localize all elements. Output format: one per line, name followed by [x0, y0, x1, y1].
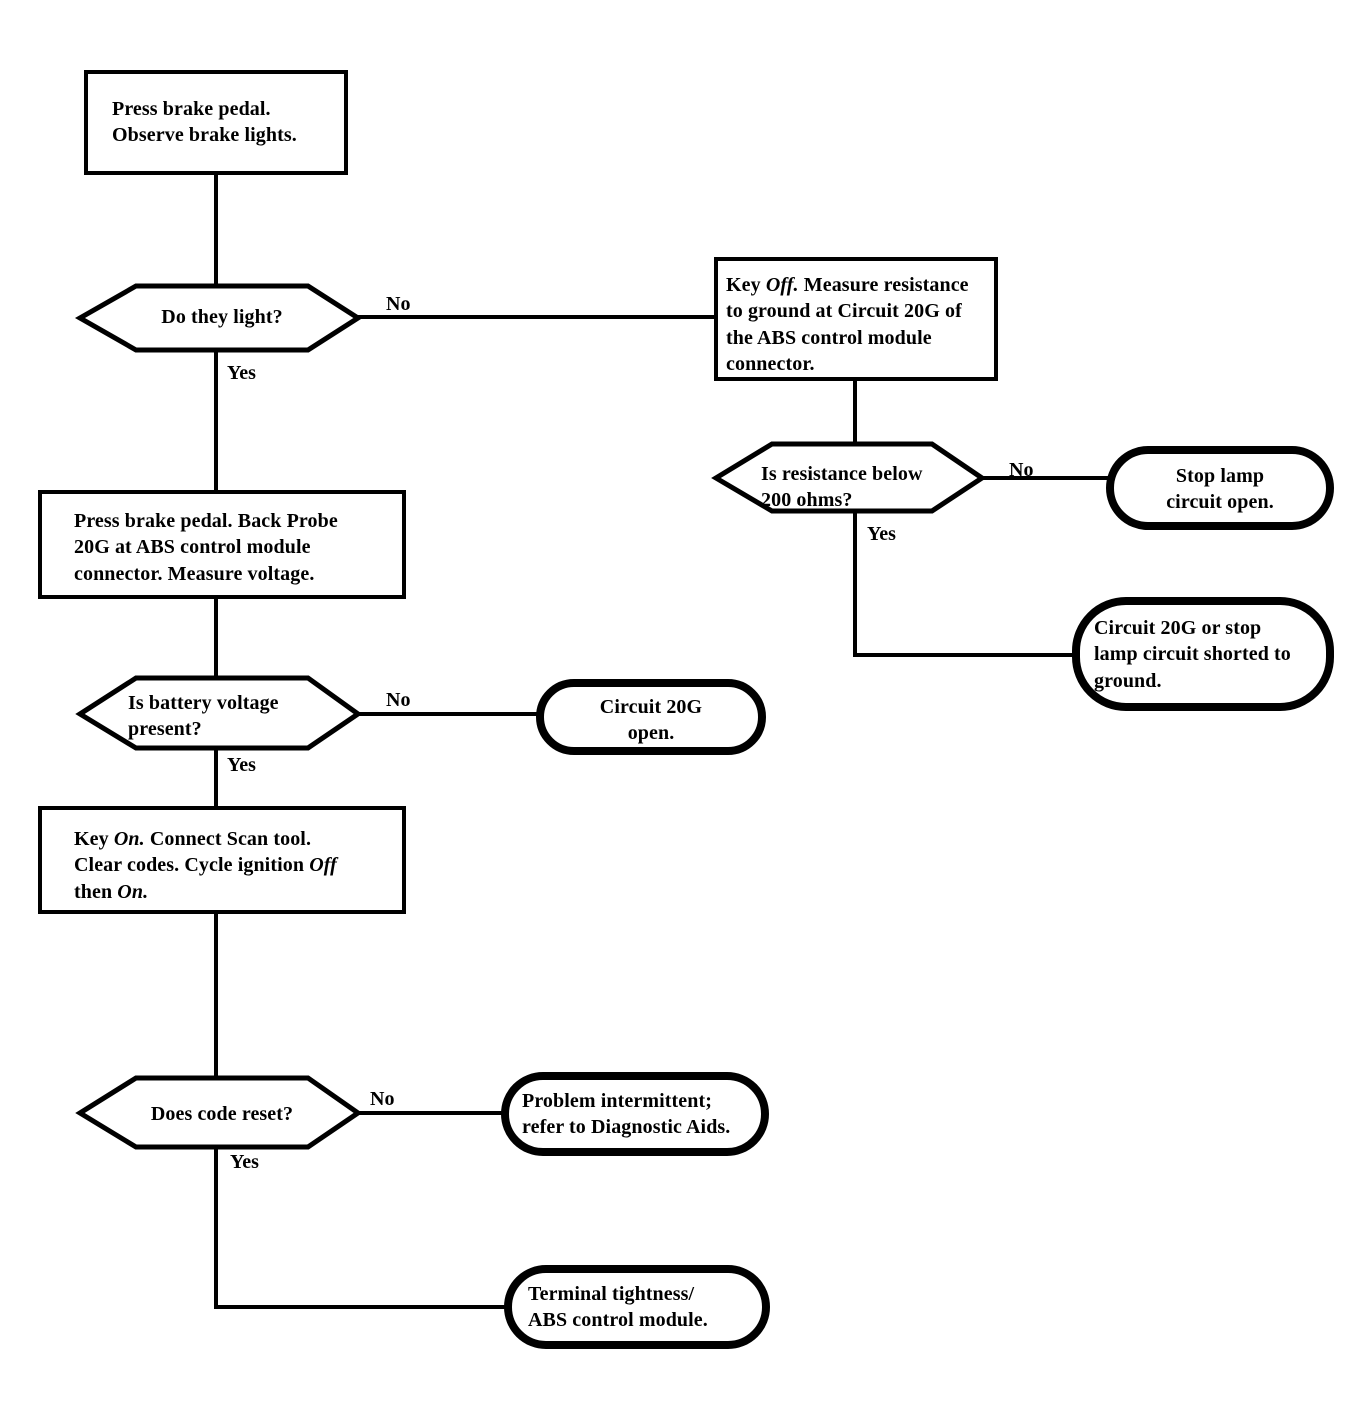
node-label-terminal-stop-lamp-open: Stop lamp circuit open. [1166, 465, 1274, 514]
branch-label-code-reset-yes: Yes [230, 1151, 259, 1173]
branch-label-battery-voltage-yes: Yes [227, 754, 256, 776]
connector-resistance-yes [853, 511, 1080, 657]
connector-lines [214, 173, 1110, 1309]
node-label-process-back-probe-20g: Press brake pedal. Back Probe 20G at ABS… [74, 510, 338, 585]
node-label-process-key-off-measure: Key Off. Measure resistance to ground at… [726, 274, 969, 376]
shape-start-press-brake [84, 70, 348, 175]
node-label-terminal-terminal-tightness: Terminal tightness/ ABS control module. [528, 1283, 708, 1332]
node-label-terminal-circuit-20g-open: Circuit 20G open. [599, 696, 703, 745]
branch-label-code-reset-no: No [370, 1088, 395, 1110]
shape-decision-battery-voltage [75, 675, 363, 751]
shape-decision-does-code-reset [75, 1075, 363, 1150]
shape-process-key-off-measure [714, 257, 998, 381]
node-label-terminal-shorted-to-ground: Circuit 20G or stop lamp circuit shorted… [1094, 617, 1291, 692]
node-label-process-key-on-scan-tool: Key On. Connect Scan tool. Clear codes. … [74, 828, 337, 903]
shape-terminal-circuit-20g-open [536, 679, 766, 755]
branch-label-resistance-no: No [1009, 459, 1034, 481]
shape-terminal-stop-lamp-open [1106, 446, 1334, 530]
node-label-start-press-brake: Press brake pedal. Observe brake lights. [112, 98, 297, 147]
branch-label-resistance-yes: Yes [867, 523, 896, 545]
node-label-decision-resistance-below-200: Is resistance below 200 ohms? [761, 463, 923, 512]
connector-codereset-yes [214, 1147, 508, 1309]
shape-process-back-probe-20g [38, 490, 406, 599]
node-label-decision-battery-voltage: Is battery voltage present? [128, 692, 279, 741]
shape-process-key-on-scan-tool [38, 806, 406, 914]
node-label-terminal-problem-intermittent: Problem intermittent; refer to Diagnosti… [522, 1090, 731, 1139]
branch-label-do-they-light-no: No [386, 293, 411, 315]
branch-label-battery-voltage-no: No [386, 689, 411, 711]
branch-label-do-they-light-yes: Yes [227, 362, 256, 384]
shape-terminal-shorted-to-ground [1072, 597, 1334, 711]
node-label-decision-does-code-reset: Does code reset? [150, 1103, 294, 1125]
node-label-decision-do-they-light: Do they light? [161, 306, 283, 328]
shape-terminal-terminal-tightness [504, 1265, 770, 1349]
shape-terminal-problem-intermittent [501, 1072, 769, 1156]
shape-decision-resistance-below-200 [711, 441, 987, 514]
shape-decision-do-they-light [74, 283, 363, 353]
